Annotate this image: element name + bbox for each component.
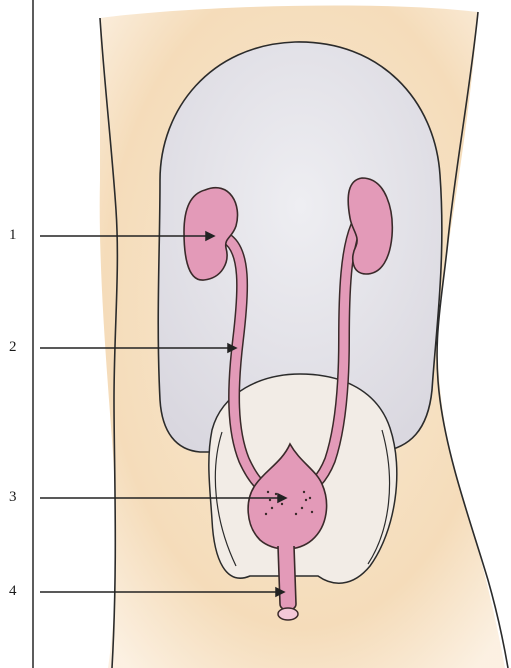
label-4: 4 <box>9 583 17 600</box>
label-1: 1 <box>9 227 17 244</box>
label-2: 2 <box>9 339 17 356</box>
urethra <box>278 546 296 610</box>
urethra-opening <box>278 608 298 620</box>
label-3: 3 <box>9 489 17 506</box>
